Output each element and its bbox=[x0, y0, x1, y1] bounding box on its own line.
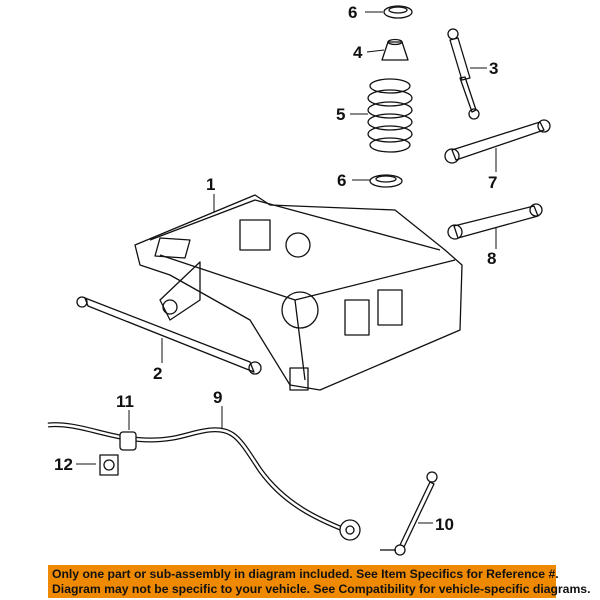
disclaimer-banner: Only one part or sub-assembly in diagram… bbox=[48, 565, 591, 598]
lateral-link bbox=[76, 296, 262, 375]
coil-spring bbox=[367, 78, 413, 153]
stabilizer-bar bbox=[47, 422, 361, 541]
callout-9: 9 bbox=[213, 388, 223, 407]
callout-6-lower: 6 bbox=[337, 171, 347, 190]
stabilizer-link bbox=[380, 471, 438, 556]
upper-control-arm bbox=[444, 119, 551, 164]
crossmember bbox=[134, 194, 463, 391]
callout-1: 1 bbox=[206, 175, 216, 194]
callout-8: 8 bbox=[487, 249, 497, 268]
lower-control-arm bbox=[447, 203, 543, 240]
shock-absorber bbox=[447, 28, 480, 120]
callout-7: 7 bbox=[488, 173, 498, 192]
callout-6-upper: 6 bbox=[348, 3, 358, 22]
disclaimer-line-2: Diagram may not be specific to your vehi… bbox=[52, 582, 591, 596]
spring-seat-upper bbox=[383, 5, 413, 19]
jounce-bumper bbox=[381, 38, 409, 61]
callout-4: 4 bbox=[353, 43, 363, 62]
callout-5: 5 bbox=[336, 105, 346, 124]
callout-11: 11 bbox=[116, 392, 134, 411]
bushing-bracket bbox=[99, 454, 119, 476]
stabilizer-bushing bbox=[119, 431, 137, 451]
callout-2: 2 bbox=[153, 364, 163, 383]
callout-12: 12 bbox=[54, 455, 73, 474]
callout-3: 3 bbox=[489, 59, 499, 78]
spring-seat-lower bbox=[369, 174, 403, 188]
callout-10: 10 bbox=[435, 515, 454, 534]
disclaimer-line-1: Only one part or sub-assembly in diagram… bbox=[52, 567, 559, 581]
leader-lines bbox=[76, 11, 497, 524]
